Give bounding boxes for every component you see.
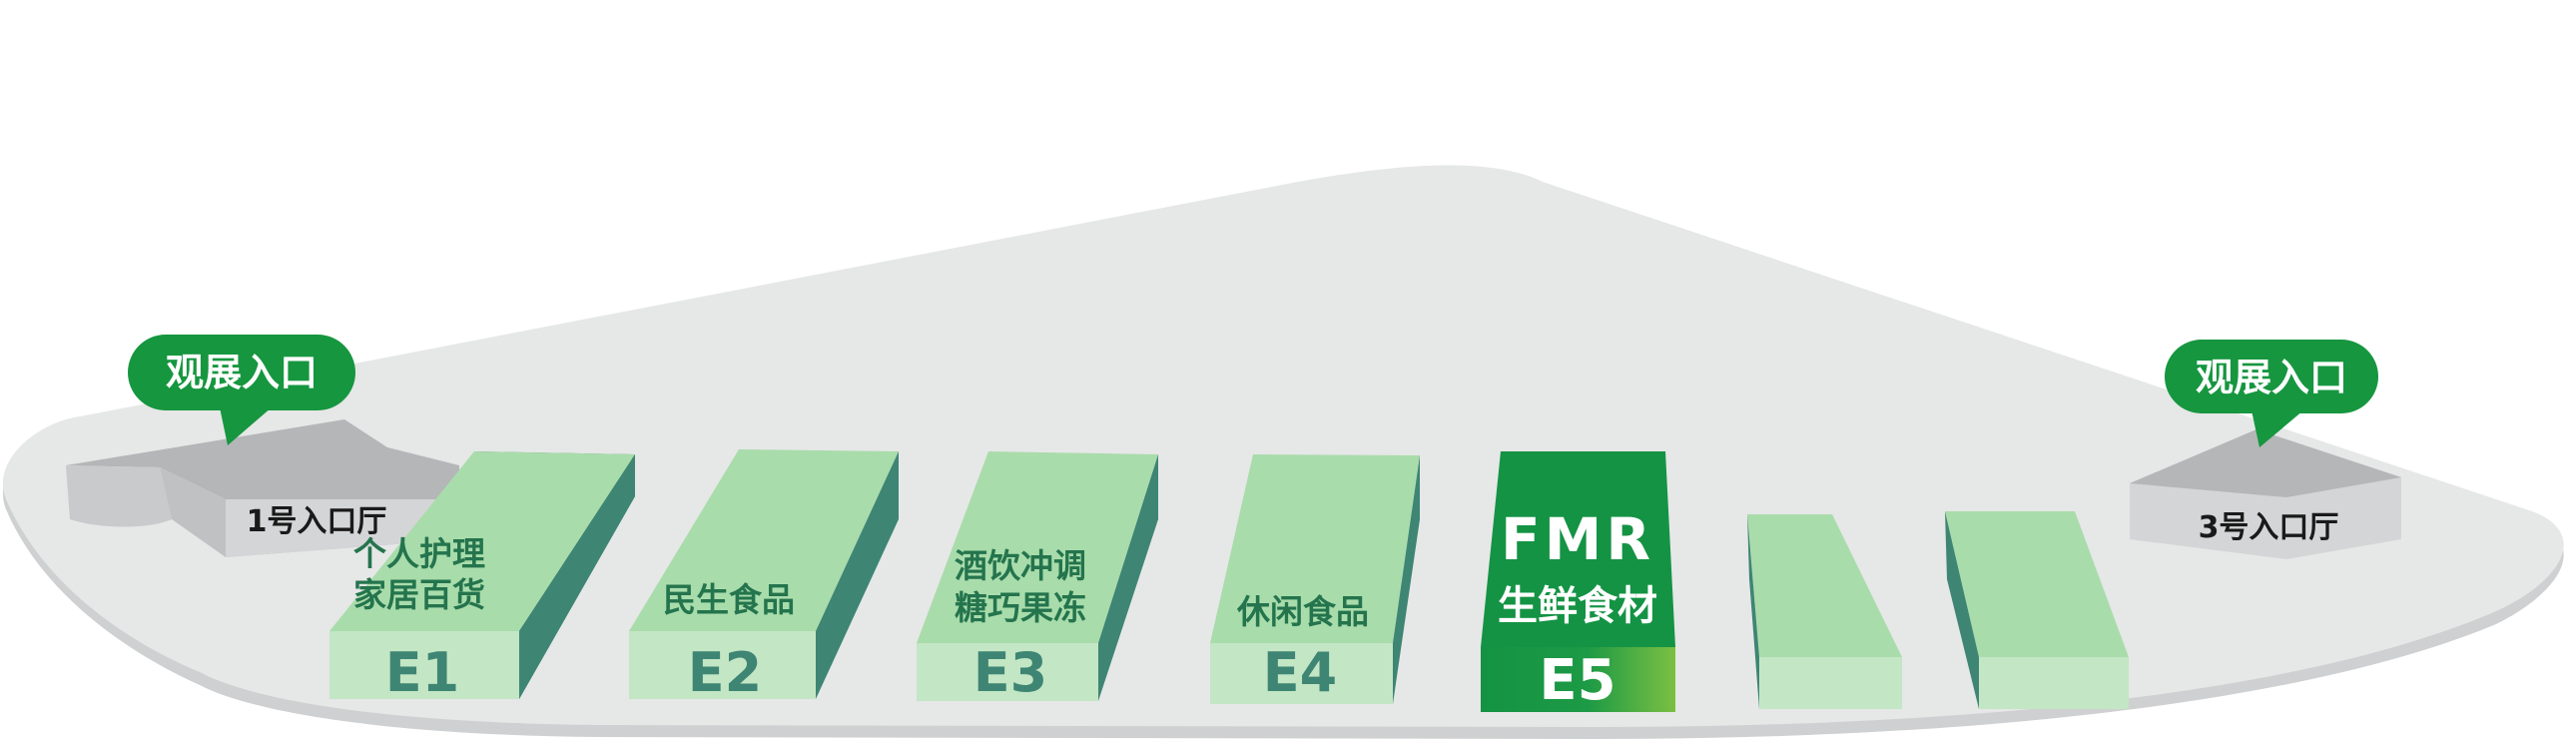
hall-e3-category-2: 糖巧果冻 [955, 588, 1086, 627]
hall-7[interactable] [1945, 511, 2129, 709]
hall-e1[interactable]: 个人护理 家居百货 E1 [329, 451, 635, 704]
lobby-3-label: 3号入口厅 [2199, 510, 2339, 545]
entrance-callout-left-label: 观展入口 [166, 351, 318, 394]
hall-6[interactable] [1747, 514, 1902, 709]
hall-e3-code: E3 [973, 641, 1047, 704]
hall-e5-code: E5 [1539, 648, 1615, 713]
hall-e4[interactable]: 休闲食品 E4 [1210, 454, 1420, 704]
entrance-callout-right[interactable]: 观展入口 [2165, 340, 2378, 447]
hall-e5-category-1: 生鲜食材 [1498, 583, 1657, 629]
hall-e3[interactable]: 酒饮冲调 糖巧果冻 E3 [917, 451, 1158, 704]
hall-e4-code: E4 [1263, 641, 1337, 704]
entrance-callout-right-label: 观展入口 [2196, 356, 2347, 399]
hall-e1-code: E1 [385, 641, 459, 704]
entrance-callout-left[interactable]: 观展入口 [128, 335, 355, 445]
hall-e5[interactable]: FMR 生鲜食材 E5 [1481, 451, 1675, 713]
hall-e2-category-1: 民生食品 [663, 580, 795, 619]
hall-e2-code: E2 [688, 641, 762, 704]
hall-e4-category-1: 休闲食品 [1236, 592, 1369, 631]
lobby-3-building[interactable]: 3号入口厅 [2130, 429, 2401, 559]
hall-e1-category-1: 个人护理 [353, 534, 485, 573]
hall-e3-category-1: 酒饮冲调 [955, 546, 1086, 585]
lobby-1-label: 1号入口厅 [247, 504, 387, 539]
hall-e1-category-2: 家居百货 [353, 575, 485, 614]
hall-e5-brand: FMR [1501, 505, 1654, 573]
hall-e2[interactable]: 民生食品 E2 [629, 449, 899, 704]
